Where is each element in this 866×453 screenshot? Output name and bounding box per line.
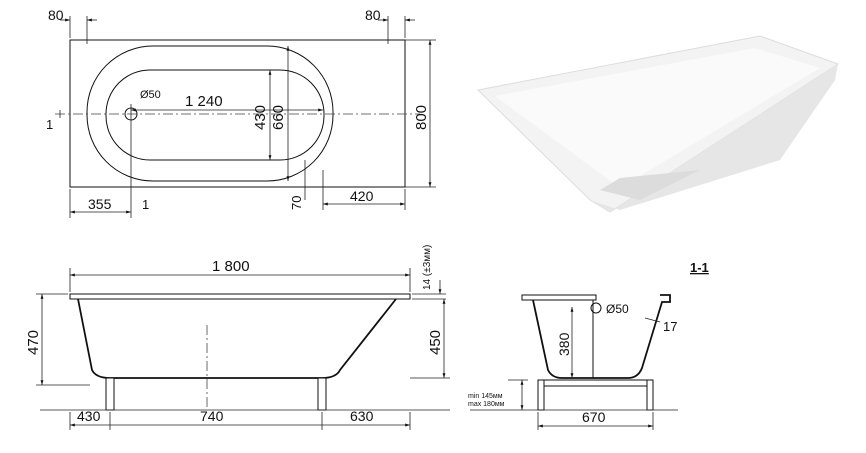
dim-section-width: 670 [582,409,606,425]
dim-total-height: 470 [25,330,42,355]
dim-leg-right: 630 [350,408,374,424]
dim-left-offset: 355 [88,196,112,212]
dim-offset-small: 1 [46,117,53,132]
dim-edge-right: 80 [365,7,381,23]
dim-leg-span: 740 [200,408,224,424]
dim-depth: 380 [556,332,572,356]
dim-bowl-width: 660 [270,105,287,130]
dim-right-offset: 420 [350,188,374,204]
dim-leg-max: max 180мм [468,401,505,408]
dim-drain-offset: 70 [289,196,304,210]
dim-leg-min: min 145мм [468,393,503,400]
dim-edge-left: 80 [48,7,64,23]
dim-length-inner: 1 240 [185,93,223,110]
dim-rim-height: 14 (±3мм) [422,245,433,290]
dim-left-small: 1 [142,197,149,212]
dim-leg-left: 430 [77,408,101,424]
dim-inner-width: 430 [252,105,269,130]
dim-total-width: 800 [413,105,430,130]
dim-wall: 17 [663,319,677,334]
dim-tub-height: 450 [427,330,444,355]
dim-drain-top: Ø50 [140,89,161,101]
section-view: 1-1 Ø50 17 380 min 145мм max 180мм 670 [468,260,709,430]
side-view: 1 800 14 (±3мм) 470 450 430 740 630 [25,245,450,430]
dim-drain-section: Ø50 [606,302,629,316]
section-label: 1-1 [690,260,709,275]
bathtub-3d-image [476,35,840,213]
dim-total-length: 1 800 [212,258,250,275]
top-view: 80 80 1 240 Ø50 430 660 800 1 355 1 70 4… [46,7,436,218]
